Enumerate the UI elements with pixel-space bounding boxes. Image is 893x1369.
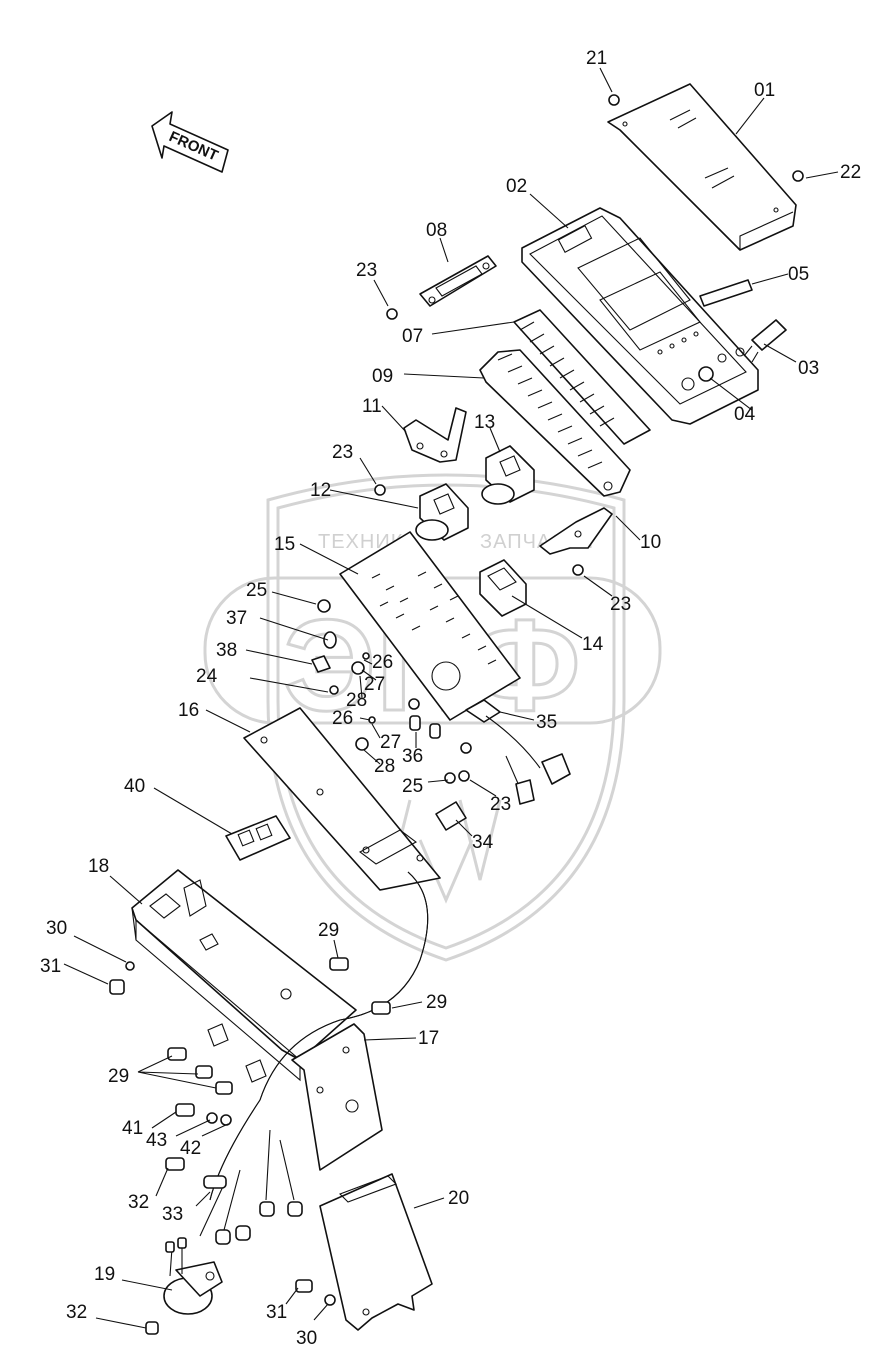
callout-28-b: 28 (374, 756, 395, 777)
callout-02: 02 (506, 176, 527, 197)
part-10-bracket (539, 507, 613, 555)
part-01-cover (607, 83, 797, 251)
leader-lines (63, 67, 839, 1329)
fasteners-upper (311, 94, 804, 784)
callout-29-b: 29 (426, 992, 447, 1013)
part-16-panel (243, 707, 441, 891)
callout-18: 18 (88, 856, 109, 877)
callout-25-a: 25 (246, 580, 267, 601)
callout-07: 07 (402, 326, 423, 347)
callout-30-b: 30 (296, 1328, 317, 1349)
part-11-bracket (403, 407, 467, 463)
callout-36: 36 (402, 746, 423, 767)
callout-40: 40 (124, 776, 145, 797)
part-02-housing (521, 207, 759, 425)
callout-19: 19 (94, 1264, 115, 1285)
callout-31-b: 31 (266, 1302, 287, 1323)
callout-27-a: 27 (364, 674, 385, 695)
callout-37: 37 (226, 608, 247, 629)
callout-33: 33 (162, 1204, 183, 1225)
callout-17: 17 (418, 1028, 439, 1049)
callout-09: 09 (372, 366, 393, 387)
callout-41: 41 (122, 1118, 143, 1139)
callout-38: 38 (216, 640, 237, 661)
part-08-bracket (419, 255, 497, 307)
part-12-gauge (415, 483, 469, 541)
part-40-switch-block (225, 815, 291, 861)
callout-30-a: 30 (46, 918, 67, 939)
callout-16: 16 (178, 700, 199, 721)
callout-08: 08 (426, 220, 447, 241)
part-03-connector (743, 319, 787, 363)
callout-01: 01 (754, 80, 775, 101)
callout-35: 35 (536, 712, 557, 733)
callout-12: 12 (310, 480, 331, 501)
front-direction-arrow: FRONT (151, 111, 229, 173)
part-07-indicator-strip (513, 309, 651, 445)
part-35-switch (465, 699, 571, 805)
callout-23-d: 23 (490, 794, 511, 815)
callout-27-b: 27 (380, 732, 401, 753)
callout-23-c: 23 (610, 594, 631, 615)
callout-42: 42 (180, 1138, 201, 1159)
callout-28-a: 28 (346, 690, 367, 711)
part-20-cover (319, 1173, 433, 1331)
callout-23-b: 23 (332, 442, 353, 463)
callout-15: 15 (274, 534, 295, 555)
callout-31-a: 31 (40, 956, 61, 977)
part-09-gauge-cluster (479, 349, 631, 497)
callout-10: 10 (640, 532, 661, 553)
callout-03: 03 (798, 358, 819, 379)
part-05-label-strip (699, 279, 753, 307)
callout-24: 24 (196, 666, 218, 687)
part-15-panel (339, 531, 521, 721)
callout-26-a: 26 (372, 652, 393, 673)
callout-22: 22 (840, 162, 861, 183)
callout-13: 13 (474, 412, 495, 433)
callout-05: 05 (788, 264, 809, 285)
callout-29-c: 29 (108, 1066, 129, 1087)
callout-23-a: 23 (356, 260, 377, 281)
wire-harness (199, 871, 429, 1245)
callout-14: 14 (582, 634, 604, 655)
callout-43: 43 (146, 1130, 167, 1151)
callout-21: 21 (586, 48, 607, 69)
part-04-knob (698, 366, 714, 382)
part-34-clip (435, 801, 467, 831)
callout-34: 34 (472, 832, 494, 853)
callout-29-a: 29 (318, 920, 339, 941)
callout-04: 04 (734, 404, 756, 425)
callout-26-b: 26 (332, 708, 353, 729)
part-36-bulbs (409, 715, 441, 739)
callout-32-b: 32 (66, 1302, 87, 1323)
callout-labels: 01 02 03 04 05 07 08 09 10 11 12 13 14 1… (40, 48, 861, 1349)
part-19-buzzer (163, 1237, 223, 1315)
callout-25-b: 25 (402, 776, 423, 797)
part-17-bracket (291, 1023, 383, 1171)
callout-32-a: 32 (128, 1192, 149, 1213)
callout-20: 20 (448, 1188, 469, 1209)
part-13-gauge (481, 445, 535, 505)
callout-11: 11 (362, 396, 382, 417)
